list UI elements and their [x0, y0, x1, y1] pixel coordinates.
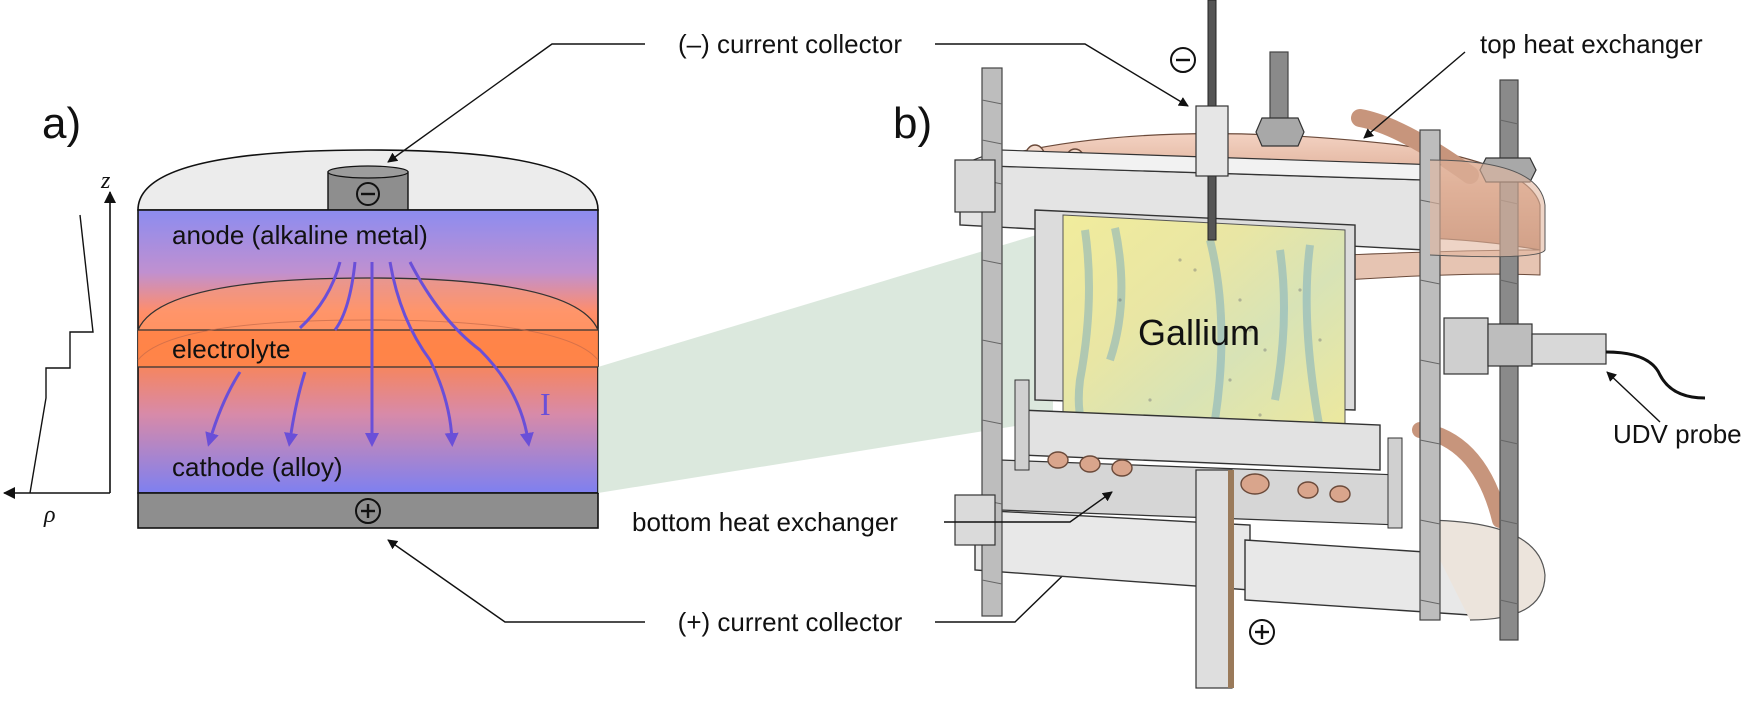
current-line-6: [205, 371, 242, 447]
current-label: I: [540, 386, 551, 422]
interface-curve: [137, 319, 599, 361]
plus-icon: [355, 498, 381, 524]
rho-axis-label: ρ: [43, 502, 56, 528]
electrolyte-label: electrolyte: [172, 334, 291, 364]
current-line-7: [284, 371, 307, 447]
udv-label: UDV probe: [1613, 419, 1742, 449]
current-line-1: [298, 261, 342, 330]
callout-bottom-hx: bottom heat exchanger: [632, 491, 1113, 537]
top-clamp-left: [954, 159, 996, 213]
callout-top-hx: top heat exchanger: [1363, 29, 1703, 139]
callout-neg-collector: (–) current collector: [387, 29, 1189, 163]
gallium-label: Gallium: [1138, 312, 1260, 353]
minus-icon: [356, 182, 380, 206]
electrolyte-layer: [138, 330, 598, 367]
current-lines: [205, 261, 534, 447]
neg-collector-fitting: [1195, 105, 1229, 177]
density-curve: [29, 214, 94, 494]
top-flange: [1429, 159, 1546, 258]
bottom-coil-rings: [1047, 451, 1351, 503]
bottom-clamp-left: [954, 494, 996, 546]
top-hx-label: top heat exchanger: [1480, 29, 1703, 59]
top-terminal-rim: [327, 165, 409, 179]
pos-collector-label: (+) current collector: [678, 607, 903, 637]
electrolyte-dome: [137, 277, 599, 331]
z-axis-label: z: [100, 168, 111, 194]
panel-label-b: b): [893, 99, 932, 148]
pos-collector-edge: [1228, 470, 1234, 688]
current-line-2: [333, 261, 357, 331]
callout-pos-collector: (+) current collector: [387, 519, 1121, 637]
anode-label: anode (alkaline metal): [172, 220, 428, 250]
current-line-5: [408, 261, 534, 447]
udv-probe: [1443, 317, 1706, 400]
apparatus: Gallium: [954, 0, 1706, 689]
neg-collector-label: (–) current collector: [678, 29, 902, 59]
bolt-right: [1387, 437, 1403, 529]
pos-collector-bar: [1195, 469, 1233, 689]
density-profile: z ρ: [3, 168, 116, 528]
battery-cell: anode (alkaline metal) electrolyte catho…: [137, 149, 599, 529]
projection-wedge: [598, 230, 1053, 493]
bolt-left: [1014, 379, 1030, 471]
cathode-label: cathode (alloy): [172, 452, 343, 482]
bottom-hx-label: bottom heat exchanger: [632, 507, 898, 537]
panel-label-a: a): [42, 99, 81, 148]
callout-udv: UDV probe: [1606, 371, 1742, 449]
current-line-4: [388, 261, 459, 447]
